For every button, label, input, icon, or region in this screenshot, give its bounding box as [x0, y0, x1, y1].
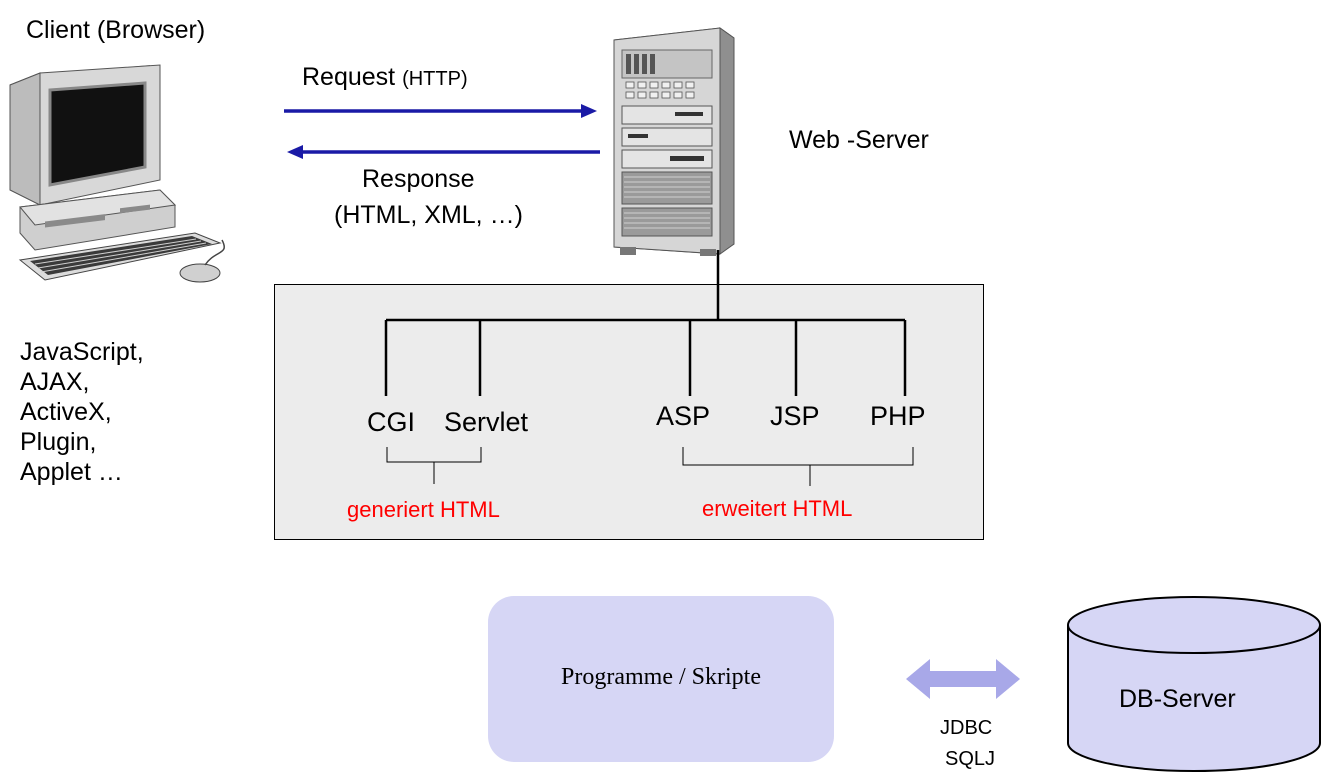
- request-arrow-head: [581, 104, 597, 118]
- web-server-label: Web -Server: [789, 126, 929, 154]
- tech-cgi: CGI: [367, 407, 416, 437]
- server-technologies-panel: [274, 284, 984, 540]
- client-technologies-list: JavaScript, AJAX, ActiveX, Plugin, Apple…: [20, 337, 144, 487]
- cgi-servlet-bracket: [386, 447, 482, 463]
- programs-scripts-label: Programme / Skripte: [561, 664, 761, 690]
- client-tech-item: Applet …: [20, 458, 123, 486]
- tech-jsp: JSP: [770, 401, 820, 431]
- client-title: Client (Browser): [26, 16, 206, 44]
- response-formats: (HTML, XML, …): [334, 201, 523, 229]
- extends-html-label: erweitert HTML: [702, 496, 853, 521]
- tech-servlet: Servlet: [444, 407, 529, 437]
- database-icon: [1067, 596, 1321, 772]
- request-protocol: (HTTP): [402, 68, 468, 90]
- tech-asp: ASP: [656, 401, 711, 431]
- request-label: Request (HTTP): [302, 65, 468, 90]
- request-main: Request: [302, 63, 403, 91]
- generates-html-label: generiert HTML: [347, 497, 500, 522]
- client-tech-item: JavaScript,: [20, 338, 144, 366]
- db-server-label: DB-Server: [1119, 685, 1236, 713]
- response-arrow-head: [287, 145, 303, 159]
- jdbc-label: JDBC: [940, 717, 993, 739]
- client-tech-item: ActiveX,: [20, 398, 112, 426]
- sqlj-label: SQLJ: [945, 748, 996, 770]
- tech-php: PHP: [870, 401, 926, 431]
- response-label: Response: [362, 165, 475, 193]
- asp-jsp-php-bracket: [682, 447, 914, 466]
- web-server-icon: [613, 27, 735, 256]
- client-tech-item: Plugin,: [20, 428, 97, 456]
- double-arrow-icon: [906, 659, 1020, 699]
- programs-scripts-box: Programme / Skripte: [488, 596, 834, 762]
- client-tech-item: AJAX,: [20, 368, 90, 396]
- client-computer-icon: [9, 64, 225, 283]
